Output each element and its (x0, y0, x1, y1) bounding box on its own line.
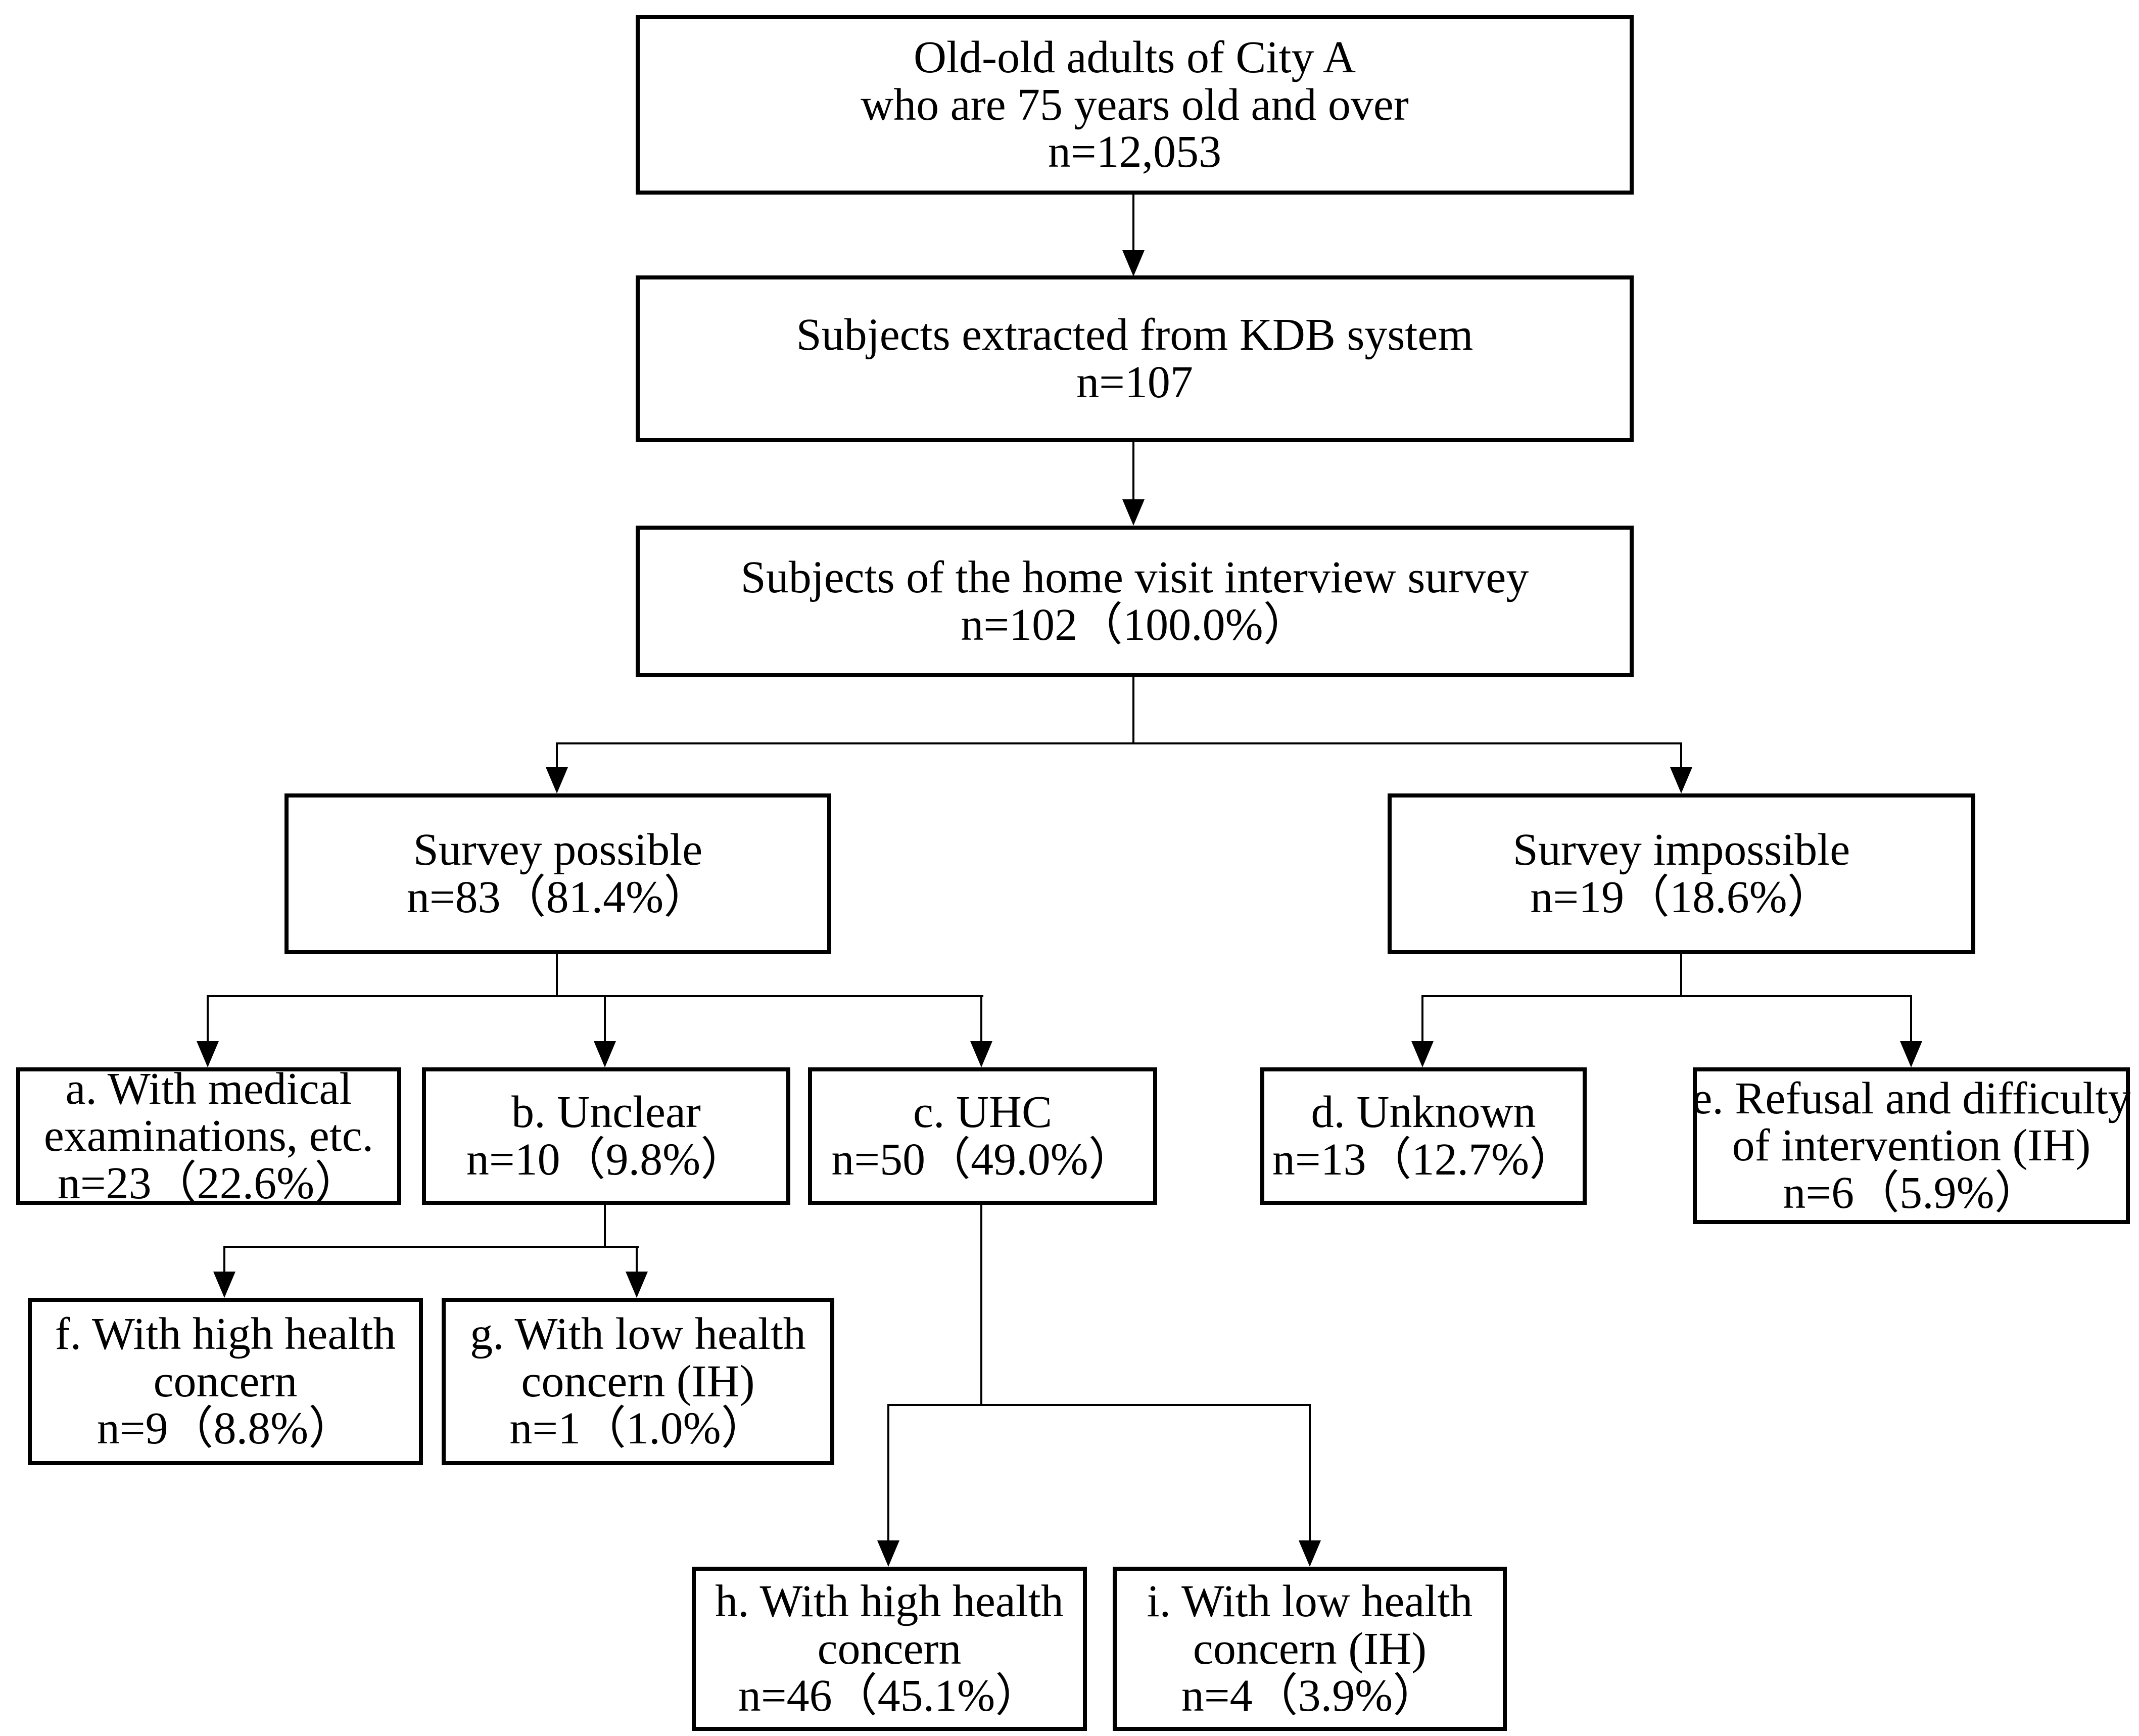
node-line: n=1（1.0%） (509, 1403, 767, 1454)
connector-rail-hi (887, 1404, 1311, 1406)
connector-to-survey-possible (556, 742, 558, 769)
connector-to-f (223, 1246, 225, 1274)
node-population: Old-old adults of City A who are 75 year… (636, 15, 1634, 195)
node-line: Survey possible (413, 825, 703, 875)
node-line: Subjects extracted from KDB system (796, 310, 1473, 360)
node-d-unknown: d. Unknown n=13（12.7%） (1260, 1067, 1587, 1205)
node-line: Subjects of the home visit interview sur… (740, 552, 1529, 603)
connector-survey-subjects-split (1132, 676, 1134, 744)
node-line: n=23（22.6%） (57, 1158, 360, 1208)
node-survey-impossible: Survey impossible n=19（18.6%） (1388, 793, 1975, 954)
connector-kdb-survey-subjects (1132, 441, 1134, 500)
node-line: concern (IH) (1193, 1623, 1427, 1674)
arrow-head (1670, 767, 1692, 793)
node-line: n=9（8.8%） (97, 1403, 354, 1454)
arrow-head (1122, 499, 1145, 526)
node-line: f. With high health (55, 1309, 396, 1359)
arrow-head (1299, 1540, 1321, 1567)
connector-to-c (980, 995, 982, 1043)
node-e-refusal-difficulty-intervention: e. Refusal and difficulty of interventio… (1692, 1067, 2131, 1224)
connector-to-a (207, 995, 209, 1043)
connector-to-h (887, 1404, 889, 1542)
node-line: g. With low health (470, 1309, 806, 1359)
node-line: of intervention (IH) (1732, 1120, 2091, 1171)
connector-b-split (604, 1204, 606, 1248)
connector-rail-de (1421, 995, 1912, 997)
arrow-head (970, 1041, 992, 1067)
node-line: a. With medical (65, 1063, 352, 1114)
connector-rail-abc (207, 995, 983, 997)
node-line: n=6（5.9%） (1783, 1167, 2040, 1218)
node-line: n=46（45.1%） (738, 1671, 1041, 1721)
node-line: n=10（9.8%） (466, 1135, 746, 1185)
node-line: n=19（18.6%） (1530, 872, 1833, 922)
connector-survey-impossible-split (1680, 953, 1682, 997)
node-line: b. Unclear (511, 1087, 701, 1138)
arrow-head (1122, 250, 1145, 276)
arrow-head (594, 1041, 616, 1067)
node-i-low-health-concern: i. With low health concern (IH) n=4（3.9%… (1113, 1567, 1507, 1731)
connector-c-split (980, 1204, 982, 1406)
arrow-head (877, 1540, 899, 1567)
connector-rail-possible-impossible (556, 742, 1682, 744)
arrow-head (197, 1041, 219, 1067)
connector-to-b (604, 995, 606, 1043)
node-line: d. Unknown (1311, 1087, 1536, 1138)
node-line: h. With high health (715, 1576, 1064, 1627)
connector-to-g (636, 1246, 638, 1274)
node-survey-subjects: Subjects of the home visit interview sur… (636, 526, 1634, 677)
node-line: concern (817, 1623, 962, 1674)
node-g-low-health-concern: g. With low health concern (IH) n=1（1.0%… (442, 1298, 834, 1465)
connector-to-e (1910, 995, 1912, 1043)
arrow-head (546, 767, 568, 793)
node-line: Old-old adults of City A (914, 32, 1356, 83)
connector-survey-possible-split (556, 953, 558, 997)
arrow-head (626, 1272, 648, 1298)
node-line: n=83（81.4%） (406, 872, 709, 922)
node-line: n=50（49.0%） (831, 1135, 1134, 1185)
node-line: n=107 (1076, 357, 1193, 407)
node-b-unclear: b. Unclear n=10（9.8%） (422, 1067, 790, 1205)
node-line: Survey impossible (1512, 825, 1850, 875)
connector-population-kdb (1132, 194, 1134, 251)
connector-rail-fg (223, 1246, 639, 1248)
node-line: e. Refusal and difficulty (1692, 1073, 2131, 1123)
node-line: n=12,053 (1048, 127, 1222, 177)
arrow-head (1900, 1041, 1922, 1067)
arrow-head (213, 1272, 235, 1298)
node-c-uhc: c. UHC n=50（49.0%） (808, 1067, 1157, 1205)
node-line: concern (IH) (521, 1356, 755, 1406)
node-survey-possible: Survey possible n=83（81.4%） (284, 793, 831, 954)
arrow-head (1411, 1041, 1434, 1067)
node-line: examinations, etc. (43, 1111, 374, 1161)
node-line: n=4（3.9%） (1181, 1671, 1439, 1721)
connector-to-d (1421, 995, 1423, 1043)
connector-to-i (1309, 1404, 1311, 1542)
node-line: c. UHC (913, 1087, 1052, 1138)
node-kdb-extracted: Subjects extracted from KDB system n=107 (636, 275, 1634, 442)
node-line: n=102（100.0%） (961, 600, 1309, 650)
node-line: who are 75 years old and over (861, 79, 1409, 130)
node-line: i. With low health (1147, 1576, 1473, 1627)
node-a-with-medical-examinations: a. With medical examinations, etc. n=23（… (16, 1063, 401, 1208)
connector-to-survey-impossible (1680, 742, 1682, 769)
node-line: n=13（12.7%） (1272, 1135, 1575, 1185)
node-h-high-health-concern: h. With high health concern n=46（45.1%） (692, 1567, 1087, 1731)
node-line: concern (153, 1356, 298, 1406)
node-f-high-health-concern: f. With high health concern n=9（8.8%） (28, 1298, 423, 1465)
